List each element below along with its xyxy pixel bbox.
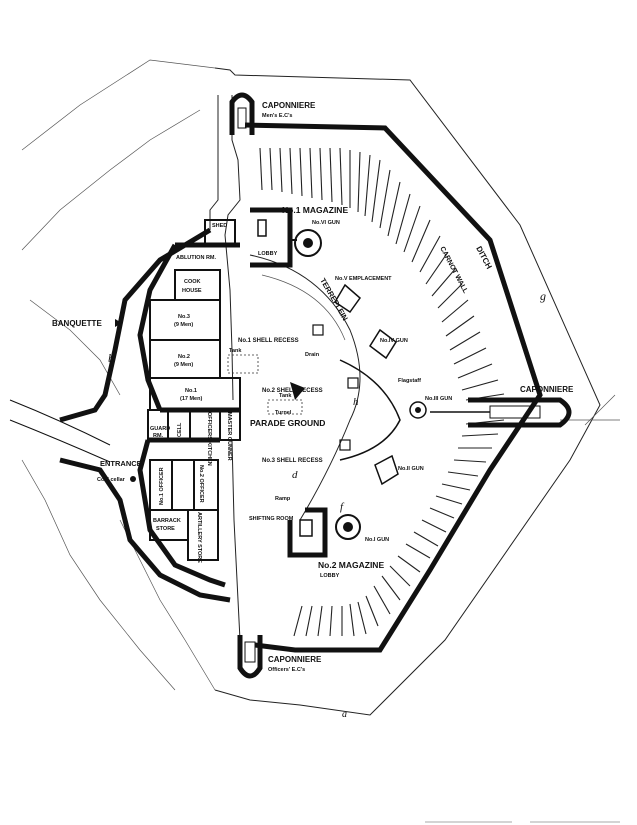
tank-2-label: Tank (279, 393, 292, 399)
room-1-label-1: No.1 (185, 388, 197, 394)
room-1-label-2: (17 Men) (180, 396, 202, 402)
officers-ecs-label: Officers' E.C's (268, 667, 305, 673)
master-gunner-label: MASTER GUNNER (226, 412, 232, 461)
barrack-store-label-2: STORE (156, 526, 175, 532)
gun-iii-label: No.III GUN (425, 396, 452, 402)
drain-label: Drain (305, 352, 320, 358)
terreplein-edge (249, 254, 361, 521)
artillery-store-label: ARTILLERY STORE (196, 512, 202, 563)
turnel-label: Turnel (275, 410, 292, 416)
barrack-store-label-1: BARRACK (153, 518, 181, 524)
entrance-label: ENTRANCE (100, 459, 142, 468)
rampart-hatching-upper (259, 147, 505, 401)
glacis-outline (21, 59, 620, 716)
room-3-label-1: No.3 (178, 314, 190, 320)
ablution-label: ABLUTION RM. (176, 255, 216, 261)
emplacement-v-label: No.V EMPLACEMENT (335, 276, 392, 282)
cook-house-label-1: COOK (184, 279, 201, 285)
caponniere-bottom-label: CAPONNIERE (268, 655, 322, 664)
ramp-label: Ramp (275, 496, 291, 502)
magazine-1-label: No.1 MAGAZINE (282, 205, 348, 215)
room-3-label-2: (9 Men) (174, 322, 193, 328)
room-2-label-1: No.2 (178, 354, 190, 360)
no1-officer-label: No.1 OFFICER (159, 467, 165, 505)
mens-ecs-label: Men's E.C's (262, 113, 292, 119)
caponniere-right-label: CAPONNIERE (520, 385, 574, 394)
plan-labels: CAPONNIERE Men's E.C's CAPONNIERE CAPONN… (52, 101, 574, 720)
marker-g: g (540, 289, 546, 303)
banquette-label: BANQUETTE (52, 319, 102, 328)
magazine-2-label: No.2 MAGAZINE (318, 560, 384, 570)
gun-vi-label: No.VI GUN (312, 220, 340, 226)
lobby-1-label: LOBBY (258, 251, 278, 257)
officers-kitchen-label: OFFICERS KITCHEN (206, 412, 212, 466)
parade-ground-label: PARADE GROUND (250, 418, 325, 428)
room-2-label-2: (9 Men) (174, 362, 193, 368)
tank-1-label: Tank (229, 348, 242, 354)
carnot-wall-label: CARNOT WALL (438, 246, 469, 296)
gun-ii-label: No.II GUN (398, 466, 424, 472)
shed-label: SHED (212, 223, 227, 229)
gun-i-label: No.I GUN (365, 537, 389, 543)
carnot-wall (244, 122, 543, 653)
lobby-2-label: LOBBY (320, 573, 340, 579)
caponniere-bottom (237, 635, 263, 679)
terreplein-label: TERREPLEIN (318, 277, 350, 323)
shell-recess-2-label: No.2 SHELL RECESS (262, 388, 323, 394)
caponniere-top (229, 92, 255, 135)
magazine-no2 (287, 507, 328, 558)
shifting-room-label: SHIFTING ROOM (249, 516, 294, 522)
cook-house-label-2: HOUSE (182, 288, 202, 294)
guard-rm-label-1: GUARD (150, 426, 170, 432)
shell-recesses (290, 324, 359, 451)
ditch-inner-edge (209, 95, 241, 641)
gorge-wall (9, 227, 231, 603)
cell-label: CELL (177, 422, 183, 437)
tanks (227, 354, 303, 415)
coal-cellar-label: Coal cellar (97, 477, 126, 483)
gun-emplacements (294, 229, 427, 540)
barrack-block (137, 219, 241, 588)
marker-a: a (342, 709, 347, 720)
shell-recess-1-label: No.1 SHELL RECESS (238, 338, 299, 344)
guard-rm-label-2: RM. (153, 433, 164, 439)
shell-recess-3-label: No.3 SHELL RECESS (262, 458, 323, 464)
magazine-no1 (250, 207, 297, 268)
no2-officer-label: No.2 OFFICER (198, 465, 204, 503)
caponniere-right (430, 397, 572, 428)
marker-h: h (353, 396, 359, 408)
marker-d: d (292, 469, 298, 481)
marker-b: b (108, 351, 114, 365)
flagstaff-label: Flagstaff (398, 378, 421, 384)
gun-iv-label: No.IV GUN (380, 338, 408, 344)
caponniere-top-label: CAPONNIERE (262, 101, 316, 110)
marker-f: f (340, 501, 345, 513)
